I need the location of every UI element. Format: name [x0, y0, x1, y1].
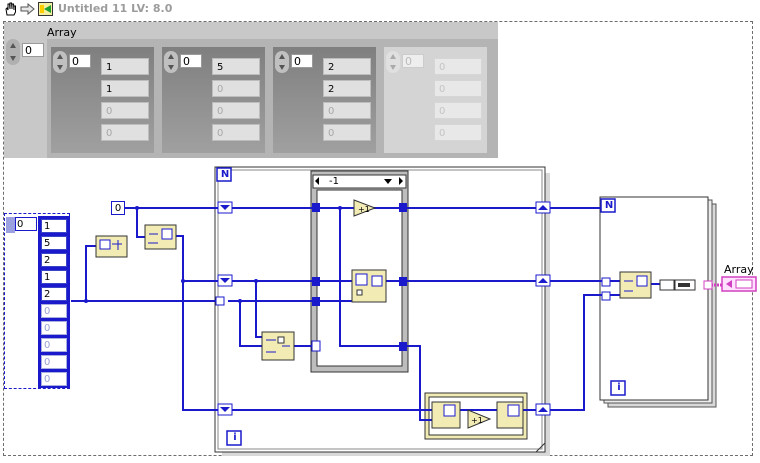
- loop2-count-terminal[interactable]: [600, 198, 616, 213]
- inner-index-spinner[interactable]: [386, 51, 400, 73]
- inner-index-spinner[interactable]: [164, 51, 178, 73]
- window-title: Untitled 11 LV: 8.0: [58, 2, 173, 15]
- inner-array-3: 0 2 2 0 0: [273, 47, 376, 153]
- spinner-arrows-icon: [168, 54, 174, 70]
- array-element[interactable]: 0: [212, 124, 260, 141]
- shift-registers[interactable]: [215, 201, 551, 416]
- array-element[interactable]: 1: [101, 80, 149, 97]
- wires: [71, 207, 660, 421]
- array-element[interactable]: 0: [434, 58, 482, 75]
- array-element[interactable]: 1: [41, 270, 67, 284]
- array-element[interactable]: 0: [41, 321, 67, 335]
- array-element[interactable]: 1: [41, 219, 67, 233]
- array-element[interactable]: 0: [41, 355, 67, 369]
- reshape-node[interactable]: [95, 235, 128, 258]
- array-to-cluster-node[interactable]: [619, 271, 652, 299]
- hand-icon[interactable]: [3, 1, 19, 17]
- bundle-node[interactable]: [659, 279, 696, 291]
- array-element[interactable]: 0: [323, 102, 371, 119]
- inner-index[interactable]: 0: [402, 54, 424, 68]
- array-element[interactable]: 0: [101, 102, 149, 119]
- loop1-iteration-label: i: [233, 432, 237, 443]
- outer-index[interactable]: 0: [22, 43, 44, 57]
- array-element[interactable]: 0: [434, 80, 482, 97]
- build-array-node[interactable]: +1: [431, 401, 524, 429]
- loop2-count-label: N: [604, 200, 614, 211]
- loop1-count-terminal[interactable]: [216, 167, 232, 182]
- array-element[interactable]: 0: [212, 102, 260, 119]
- inner-index-spinner[interactable]: [53, 51, 67, 73]
- spinner-arrows-icon: [10, 43, 16, 61]
- loop1-iteration-terminal[interactable]: [226, 430, 242, 446]
- array-element[interactable]: 0: [434, 124, 482, 141]
- spinner-arrows-icon: [279, 54, 285, 70]
- case-tunnels[interactable]: [312, 203, 407, 351]
- array-element[interactable]: 0: [41, 372, 67, 386]
- increment-node[interactable]: +1: [353, 199, 377, 217]
- inner-index[interactable]: 0: [69, 54, 91, 68]
- loop2-iteration-terminal[interactable]: [610, 380, 626, 396]
- replace-subset-node[interactable]: [351, 269, 387, 303]
- array-element[interactable]: 0: [101, 124, 149, 141]
- array-element[interactable]: 0: [41, 338, 67, 352]
- for-loop-2[interactable]: [599, 196, 717, 408]
- index-array-node[interactable]: [261, 331, 295, 361]
- inner-index[interactable]: 0: [291, 54, 313, 68]
- output-array-label: Array: [724, 263, 754, 276]
- case-selector-label[interactable]: -1: [329, 176, 339, 187]
- outer-index-spinner[interactable]: [6, 39, 20, 65]
- inner-array-2: 0 5 0 0 0: [162, 47, 265, 153]
- array-index[interactable]: 0: [15, 217, 37, 231]
- loop1-count-label: N: [220, 169, 230, 180]
- svg-text:+1: +1: [358, 205, 370, 214]
- case-selector-terminal[interactable]: [311, 340, 321, 352]
- inner-array-1: 0 1 1 0 0: [51, 47, 154, 153]
- input-array-constant[interactable]: 0 1 5 2 1 2 0 0 0 0 0: [4, 213, 70, 389]
- array-element[interactable]: 0: [41, 304, 67, 318]
- case-selector-arrows[interactable]: [315, 177, 403, 185]
- array-element[interactable]: 5: [212, 58, 260, 75]
- inner-index-spinner[interactable]: [275, 51, 289, 73]
- loop2-iteration-label: i: [617, 382, 621, 393]
- array-element[interactable]: 2: [41, 253, 67, 267]
- array-element[interactable]: 0: [323, 124, 371, 141]
- array-control: Array 0 0 1 1 0 0 0 5 0 0 0: [4, 22, 498, 158]
- spinner-arrows-icon: [57, 54, 63, 70]
- array-element[interactable]: 2: [323, 80, 371, 97]
- numeric-constant[interactable]: 0: [111, 201, 125, 215]
- wire-junctions: [84, 206, 342, 303]
- loop2-tunnels[interactable]: [601, 277, 713, 301]
- array-element[interactable]: 2: [41, 287, 67, 301]
- arrow-icon[interactable]: [20, 3, 36, 15]
- array-element[interactable]: 5: [41, 236, 67, 250]
- svg-text:+1: +1: [471, 416, 483, 425]
- array-element[interactable]: 0: [212, 80, 260, 97]
- array-element-column: 1 5 2 1 2 0 0 0 0 0: [38, 216, 70, 388]
- array-indicator-terminal[interactable]: [721, 276, 757, 292]
- spinner-arrows-icon: [390, 54, 396, 70]
- array-element[interactable]: 1: [101, 58, 149, 75]
- inner-index[interactable]: 0: [180, 54, 202, 68]
- initialize-array-node[interactable]: [144, 224, 177, 250]
- inner-array-4: 0 0 0 0 0: [384, 47, 487, 153]
- array-index-spinner[interactable]: [6, 217, 15, 233]
- array-element[interactable]: 2: [323, 58, 371, 75]
- vi-icon[interactable]: [38, 2, 54, 17]
- array-label: Array: [47, 26, 77, 39]
- array-element[interactable]: 0: [434, 102, 482, 119]
